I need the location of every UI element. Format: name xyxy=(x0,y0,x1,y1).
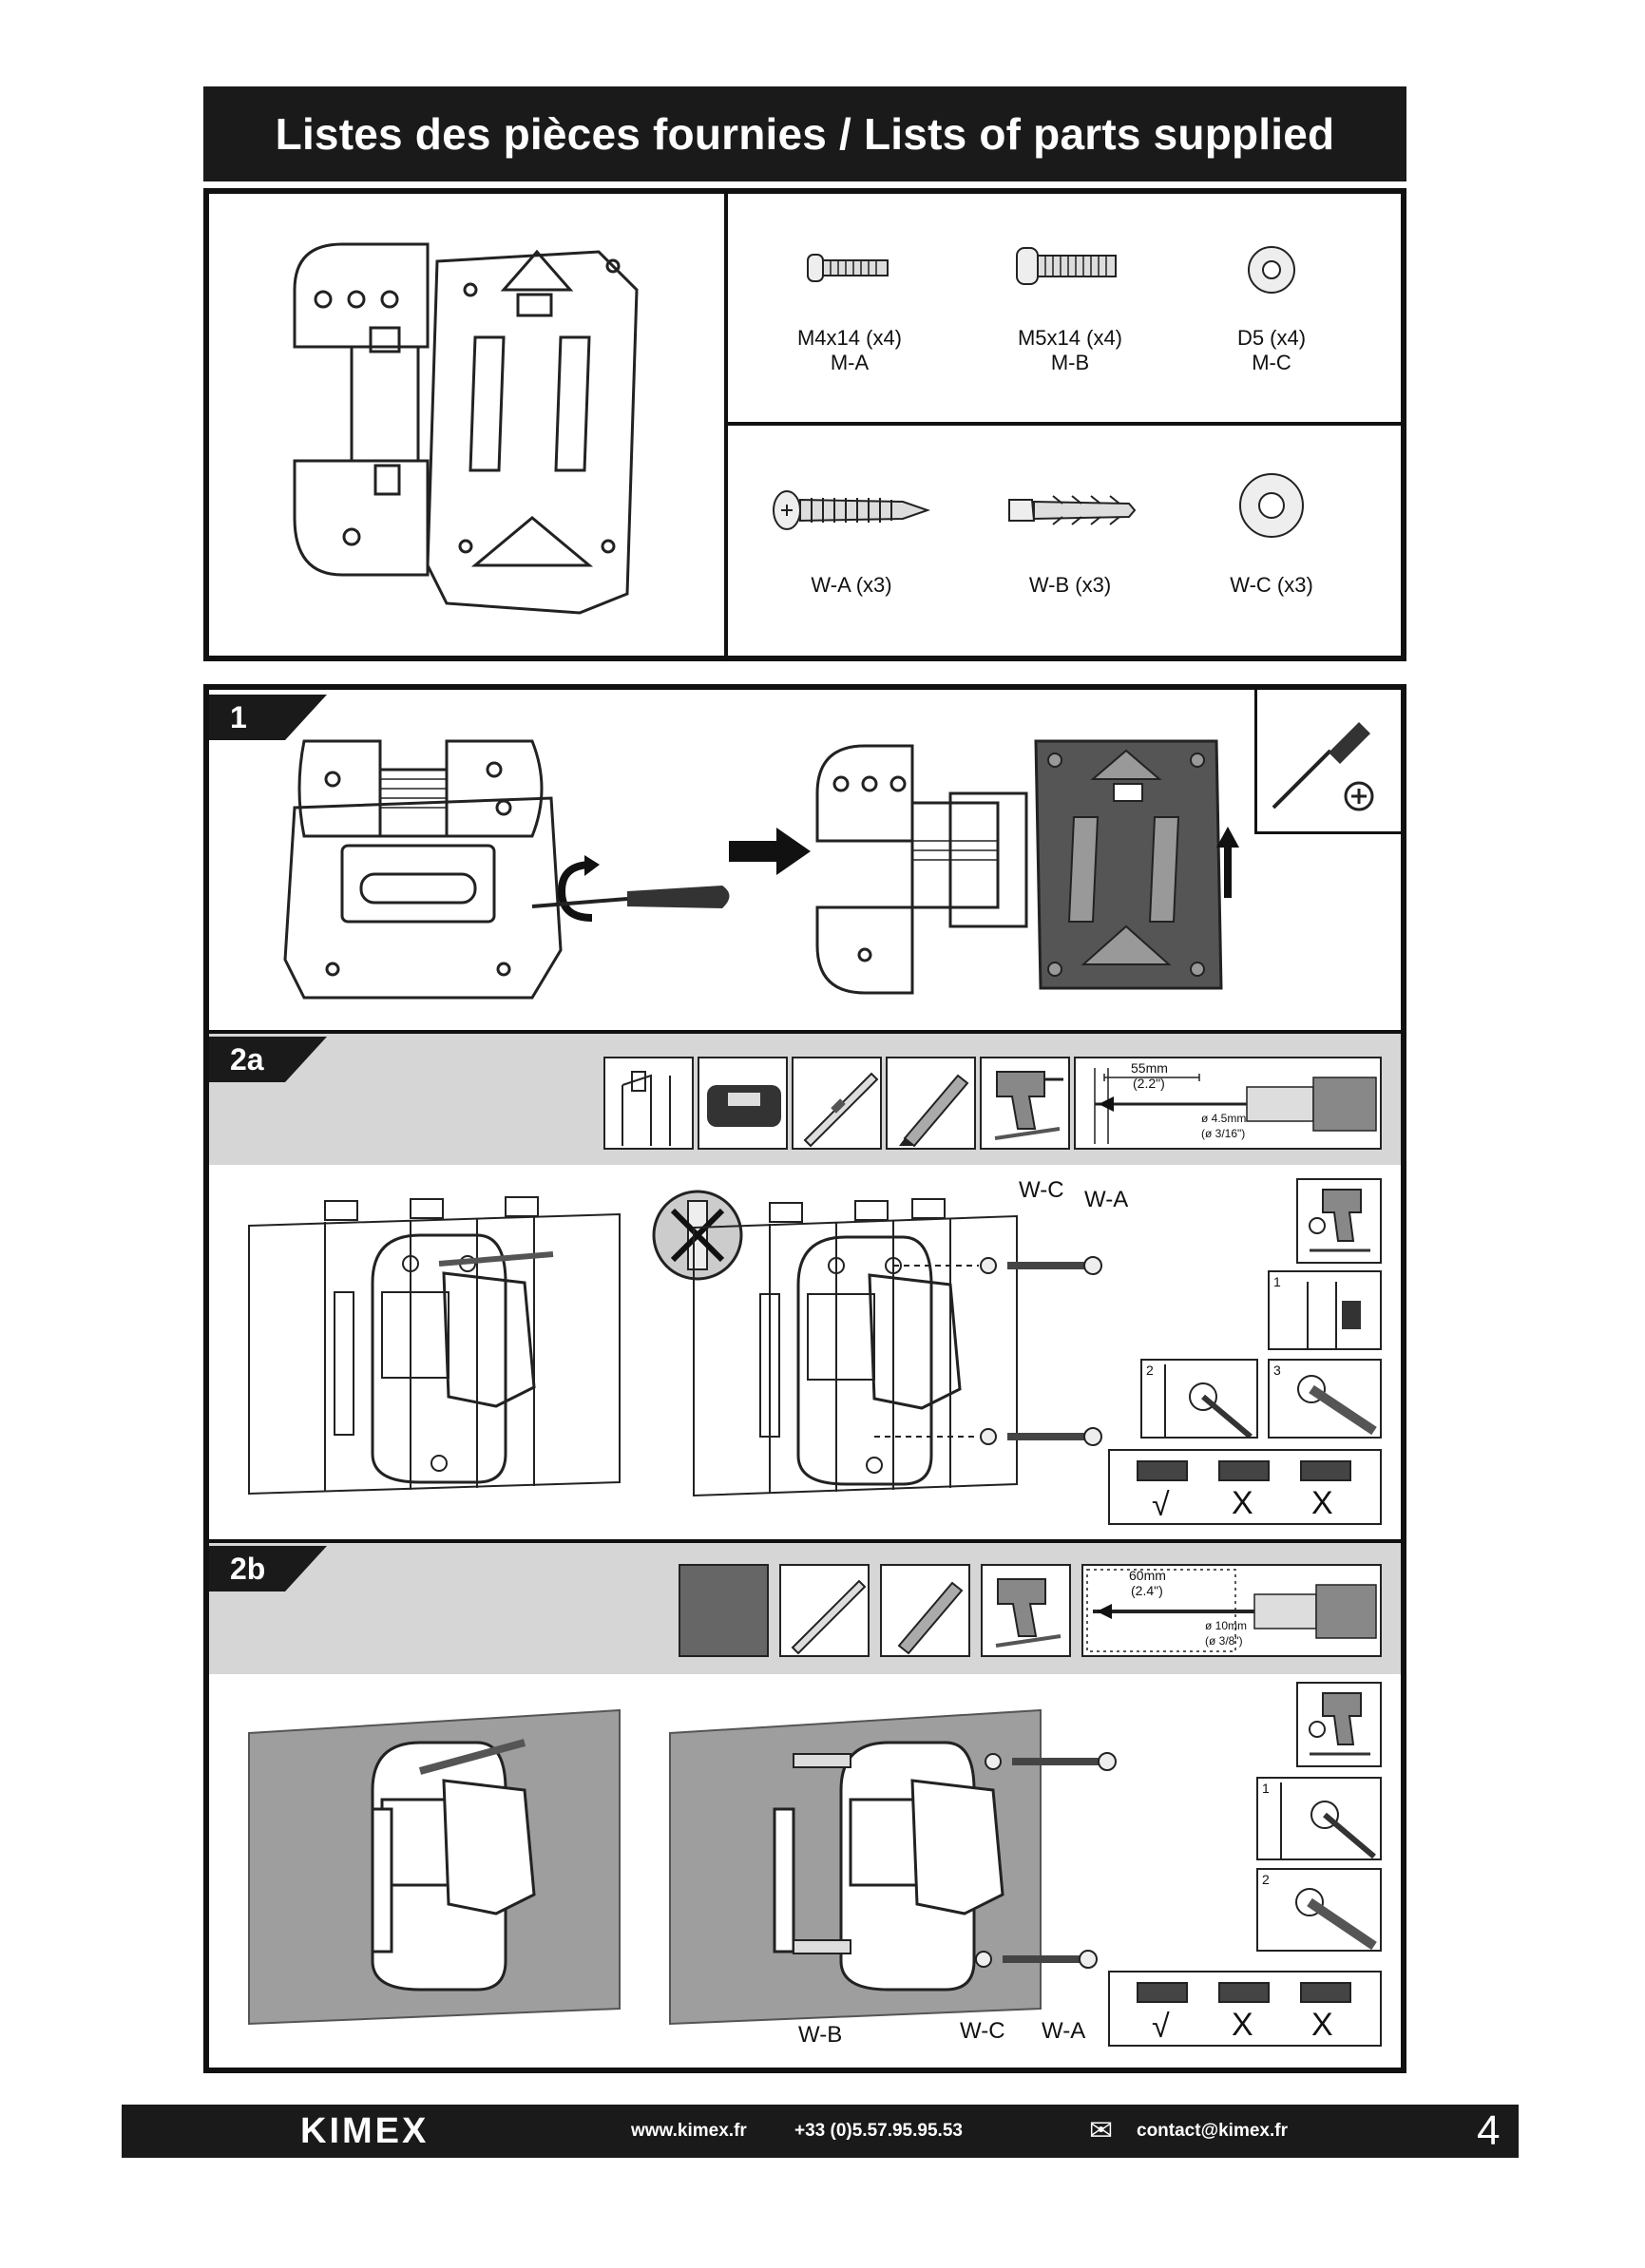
callout-w-b-2b: W-B xyxy=(798,2022,842,2049)
level-wrong-icon xyxy=(1218,1460,1270,1481)
parts-horizontal-divider xyxy=(728,422,1401,426)
drill-depth-label: 55mm xyxy=(1131,1060,1168,1076)
wall-bracket-illustration xyxy=(285,233,665,632)
step-2b-substep-2: 2 xyxy=(1256,1868,1382,1952)
level-wrong-icon xyxy=(1300,1982,1351,2003)
step-1-separated-bracket-illustration xyxy=(808,736,1036,1002)
screwdriver-icon xyxy=(532,874,741,922)
part-w-a-label: W-A (x3) xyxy=(811,573,891,598)
washer-w-c-icon xyxy=(1235,469,1308,542)
part-w-b-label: W-B (x3) xyxy=(1029,573,1111,598)
step-2b-tools-box xyxy=(1296,1682,1382,1767)
tool-drill-thumb xyxy=(981,1564,1071,1657)
step-2a-tools-box xyxy=(1296,1178,1382,1264)
part-m-c-label: D5 (x4) M-C xyxy=(1237,326,1306,375)
tool-pencil-thumb xyxy=(880,1564,970,1657)
step-2b-level-check-box: √ X X xyxy=(1108,1971,1382,2047)
callout-w-a-2a: W-A xyxy=(1084,1187,1128,1213)
step-2a-wood-wall-screw-illustration xyxy=(694,1199,1112,1503)
tool-concrete-wall-thumb xyxy=(679,1564,769,1657)
page-number: 4 xyxy=(1477,2105,1500,2158)
step-1-tab: 1 xyxy=(209,695,285,740)
level-correct-icon xyxy=(1137,1982,1188,2003)
wood-screw-w-a-icon xyxy=(770,486,931,534)
page-footer: Kimex www.kimex.fr +33 (0)5.57.95.95.53 … xyxy=(122,2105,1519,2158)
tool-drill-thumb xyxy=(980,1057,1070,1150)
drill-diameter-inch-label: (ø 3/8") xyxy=(1205,1634,1243,1648)
callout-w-a-2b: W-A xyxy=(1042,2018,1085,2045)
part-w-c-label: W-C (x3) xyxy=(1230,573,1313,598)
wall-plug-w-b-icon xyxy=(1005,486,1138,534)
tool-stud-finder-thumb xyxy=(698,1057,788,1150)
drill-depth-diagram-2b: 60mm (2.4") ø 10mm (ø 3/8") xyxy=(1081,1564,1382,1657)
level-correct-icon xyxy=(1137,1460,1188,1481)
drill-depth-inch-label: (2.2") xyxy=(1133,1076,1165,1091)
website-link[interactable]: www.kimex.fr xyxy=(631,2105,747,2158)
step-2a-wood-wall-drill-illustration xyxy=(249,1197,620,1501)
callout-w-c-2a: W-C xyxy=(1019,1177,1064,1204)
callout-w-c-2b: W-C xyxy=(960,2018,1005,2045)
check-mark: √ xyxy=(1152,2009,1170,2046)
step-2a-substep-2: 2 xyxy=(1140,1359,1258,1439)
arrow-right-icon xyxy=(729,828,811,875)
cross-mark: X xyxy=(1311,2007,1333,2044)
step-2b-tab: 2b xyxy=(209,1546,285,1591)
level-wrong-icon xyxy=(1218,1982,1270,2003)
tool-pencil-thumb xyxy=(886,1057,976,1150)
arrow-up-icon xyxy=(1216,827,1239,898)
step-2b-concrete-wall-drill-illustration xyxy=(249,1705,620,2028)
screw-m4-icon xyxy=(806,249,891,287)
drill-diameter-inch-label: (ø 3/16") xyxy=(1201,1127,1245,1140)
part-m-b-label: M5x14 (x4) M-B xyxy=(1018,326,1122,375)
screw-m5-icon xyxy=(1015,242,1119,290)
tool-level-thumb xyxy=(792,1057,882,1150)
vesa-plate-illustration xyxy=(1026,732,1226,998)
drill-depth-diagram-2a: 55mm (2.2") ø 4.5mm (ø 3/16") xyxy=(1074,1057,1382,1150)
step-2a-tab: 2a xyxy=(209,1037,285,1082)
check-mark: √ xyxy=(1152,1487,1170,1524)
tool-stud-wall-thumb xyxy=(603,1057,694,1150)
page-title: Listes des pièces fournies / Lists of pa… xyxy=(203,86,1406,181)
part-m-a-label: M4x14 (x4) M-A xyxy=(797,326,902,375)
phone-number: +33 (0)5.57.95.95.53 xyxy=(794,2105,963,2158)
drill-depth-label: 60mm xyxy=(1129,1568,1166,1583)
email-link[interactable]: contact@kimex.fr xyxy=(1137,2105,1288,2158)
cross-mark: X xyxy=(1232,1485,1253,1522)
brand-logo: Kimex xyxy=(300,2105,429,2158)
cross-mark: X xyxy=(1232,2007,1253,2044)
step-2b-concrete-wall-plug-screw-illustration xyxy=(670,1705,1126,2028)
cross-mark: X xyxy=(1311,1485,1333,1522)
tool-level-thumb xyxy=(779,1564,870,1657)
drill-depth-inch-label: (2.4") xyxy=(1131,1583,1163,1598)
washer-d5-icon xyxy=(1245,243,1298,296)
screwdriver-tool-icon xyxy=(1264,703,1387,817)
level-wrong-icon xyxy=(1300,1460,1351,1481)
drill-diameter-label: ø 4.5mm xyxy=(1201,1112,1246,1125)
step-2a-level-check-box: √ X X xyxy=(1108,1449,1382,1525)
step-2a-substep-3: 3 xyxy=(1268,1359,1382,1439)
envelope-icon: ✉ xyxy=(1089,2105,1113,2158)
step-2a-substep-1: 1 xyxy=(1268,1270,1382,1350)
drill-diameter-label: ø 10mm xyxy=(1205,1619,1247,1632)
step-2b-substep-1: 1 xyxy=(1256,1777,1382,1860)
